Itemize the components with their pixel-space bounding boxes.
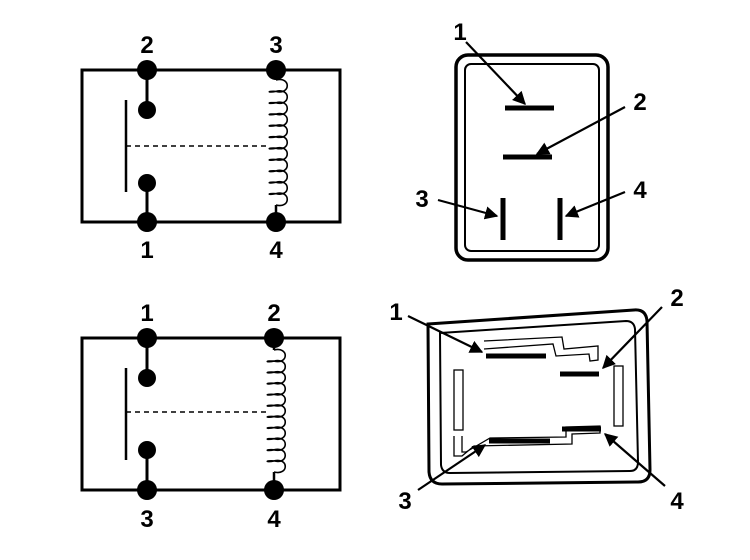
connector-housing-inner	[464, 63, 600, 252]
pointer-arrow	[604, 433, 666, 487]
pin-label: 1	[140, 237, 153, 264]
pin-label: 1	[140, 300, 153, 327]
pin-label: 1	[389, 299, 402, 326]
terminal-dot	[264, 328, 284, 348]
pin-label: 4	[670, 488, 684, 515]
pin-label: 4	[269, 237, 283, 264]
pin-label: 2	[140, 32, 153, 59]
pin-label: 3	[140, 506, 153, 533]
schematic-top: 2 3 1 4	[80, 32, 342, 264]
terminal-dot	[266, 60, 286, 80]
connector-housing-inner	[438, 319, 640, 475]
coil-icon	[266, 348, 287, 474]
pointer-arrow	[407, 315, 484, 353]
switch-contact-top	[138, 369, 156, 387]
connector-housing-outer	[454, 53, 610, 262]
side-slot-left	[453, 369, 464, 431]
terminal-dot	[264, 480, 284, 500]
terminal-dot	[137, 328, 157, 348]
pin-label: 1	[453, 19, 466, 46]
pointer-arrow	[437, 198, 499, 220]
pointer-arrow	[564, 190, 626, 218]
connector-top: 1 2 3 4	[415, 19, 647, 262]
switch-contact-bottom	[138, 441, 156, 459]
pin-label: 2	[267, 300, 280, 327]
connector-housing-outer	[426, 308, 652, 486]
terminal-dot	[266, 212, 286, 232]
pin-label: 3	[415, 186, 428, 213]
terminal-dot	[137, 60, 157, 80]
pin-label: 2	[670, 285, 683, 312]
terminal-dot	[137, 480, 157, 500]
relay-body-outline	[80, 68, 342, 224]
switch-contact-top	[138, 101, 156, 119]
pointer-arrow	[602, 306, 663, 369]
schematic-bottom: 1 2 3 4	[80, 300, 342, 533]
trace-outline-top	[483, 336, 599, 362]
pin-label: 4	[633, 177, 647, 204]
pin-label: 4	[267, 506, 281, 533]
pin-label: 2	[633, 89, 646, 116]
pointer-arrow	[465, 41, 526, 105]
pin-label: 3	[398, 488, 411, 515]
relay-body-outline	[80, 336, 342, 492]
coil-icon	[268, 78, 289, 207]
pin-label: 3	[269, 32, 282, 59]
pointer-arrow	[535, 106, 626, 155]
switch-contact-bottom	[138, 174, 156, 192]
pointer-arrow	[417, 444, 487, 491]
terminal-dot	[137, 212, 157, 232]
side-slot-right	[613, 365, 624, 427]
connector-bottom: 1 2 3 4	[389, 285, 684, 515]
